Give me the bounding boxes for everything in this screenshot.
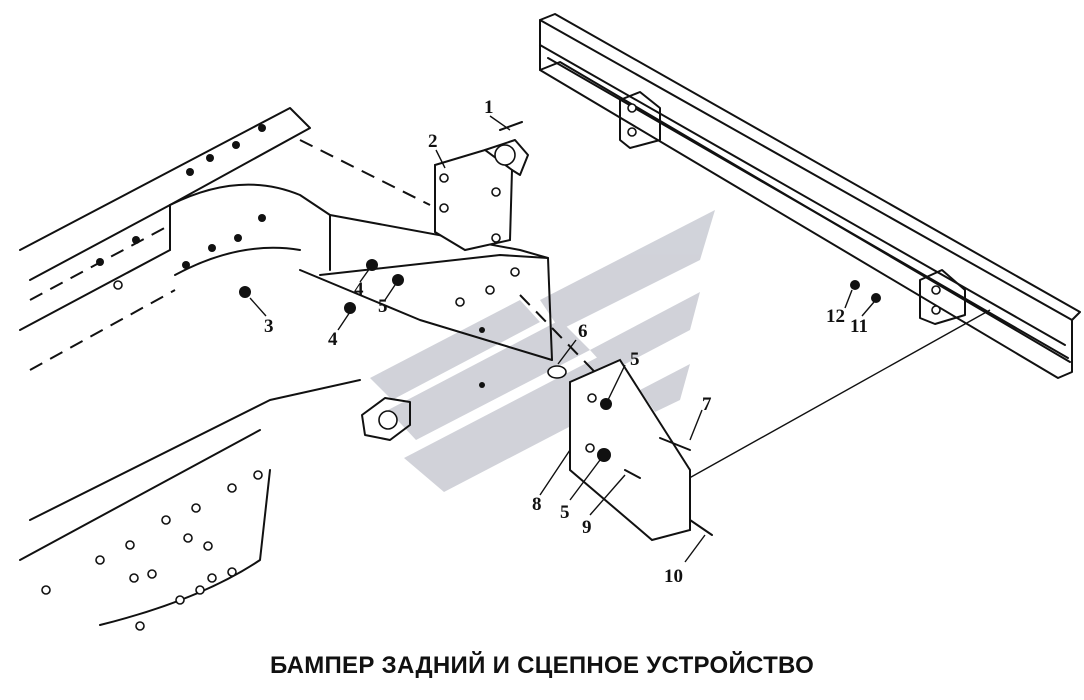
callout-labels: 1 2 3 4 5 4 6 5 7 8 5 9 10 12 11 xyxy=(264,97,868,587)
callout-4b: 4 xyxy=(328,329,338,350)
callout-4a: 4 xyxy=(354,279,364,300)
callout-8: 8 xyxy=(532,494,542,515)
callout-5a: 5 xyxy=(378,296,388,317)
mounting-plate xyxy=(547,358,713,542)
callout-6: 6 xyxy=(578,321,588,342)
frame-rails xyxy=(19,107,991,631)
callout-11: 11 xyxy=(850,316,868,337)
callout-3: 3 xyxy=(264,316,274,337)
tow-hook-bracket xyxy=(434,121,529,252)
callout-5b: 5 xyxy=(630,349,640,370)
leader-lines xyxy=(249,115,875,563)
callout-9: 9 xyxy=(582,517,592,538)
diagram-caption: БАМПЕР ЗАДНИЙ И СЦЕПНОЕ УСТРОЙСТВО xyxy=(269,652,815,679)
callout-1: 1 xyxy=(484,97,494,118)
callout-12: 12 xyxy=(826,306,845,327)
rear-bumper-beam xyxy=(539,13,1081,379)
callout-2: 2 xyxy=(428,131,438,152)
callout-7: 7 xyxy=(702,394,712,415)
assembly-drawing: 1 2 3 4 5 4 6 5 7 8 5 9 10 12 11 xyxy=(19,13,1081,631)
callout-10: 10 xyxy=(664,566,683,587)
callout-5c: 5 xyxy=(560,502,570,523)
fasteners xyxy=(239,259,881,388)
